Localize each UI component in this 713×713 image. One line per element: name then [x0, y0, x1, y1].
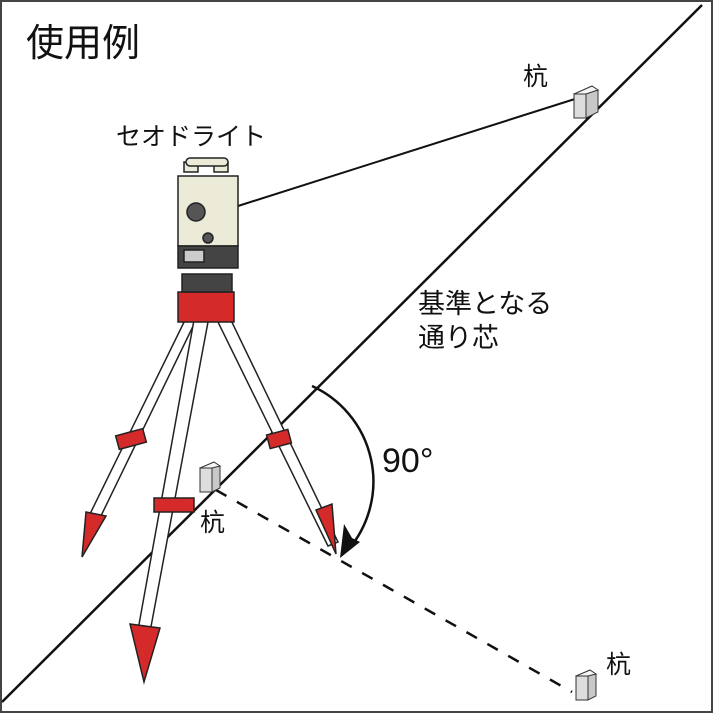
- reference-axis-line: [2, 4, 703, 703]
- reference-line-label: 基準となる 通り芯: [418, 288, 552, 356]
- angle-arc: [311, 384, 375, 551]
- reference-line-label-line2: 通り芯: [418, 323, 499, 354]
- instrument-label: セオドライト: [116, 122, 267, 151]
- sight-line: [237, 97, 579, 207]
- stake-top-icon: [572, 85, 600, 119]
- stake-top-label: 杭: [523, 62, 549, 91]
- arrowhead-icon: [340, 524, 360, 558]
- tripod-icon: [81, 273, 340, 685]
- stake-bottom-label: 杭: [606, 650, 632, 679]
- angle-label: 90°: [382, 442, 434, 480]
- theodolite-icon: [177, 157, 239, 269]
- stake-bottom-icon: [574, 669, 598, 701]
- stake-left-label: 杭: [200, 508, 226, 537]
- stake-left-icon: [198, 461, 222, 493]
- page-title: 使用例: [26, 21, 141, 65]
- perpendicular-dashed-line: [215, 488, 573, 694]
- reference-line-label-line1: 基準となる: [418, 289, 553, 320]
